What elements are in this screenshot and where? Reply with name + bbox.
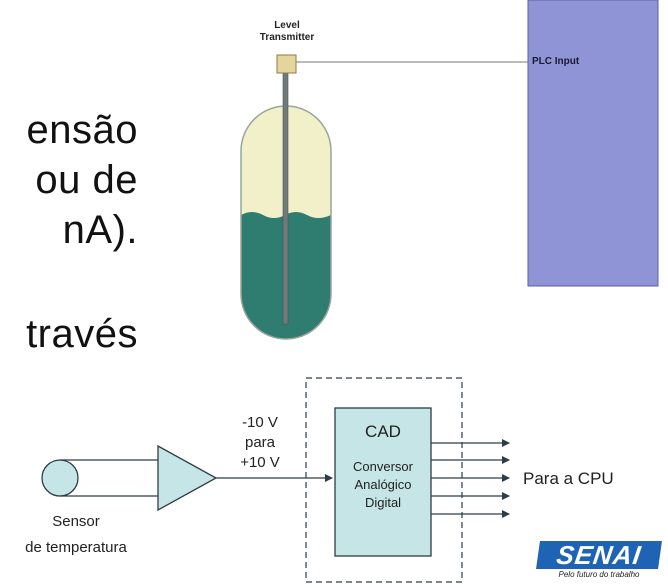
logo-wordmark: SENAI <box>536 540 662 570</box>
transmitter-label-line2: Transmitter <box>260 32 315 43</box>
adc-diagram: -10 V para +10 V CAD Conversor Analógico… <box>25 377 614 583</box>
range-label-2: para <box>245 434 276 451</box>
senai-logo: SENAI Pelo futuro do trabalho <box>536 540 662 579</box>
cad-desc-line2: Analógico <box>354 477 411 492</box>
plc-box <box>527 0 659 287</box>
sensor-label-line1: Sensor <box>52 513 100 530</box>
cad-desc-line3: Digital <box>365 495 401 510</box>
sensor-label-line2: de temperatura <box>25 539 127 556</box>
cad-box <box>334 407 432 557</box>
range-label-1: -10 V <box>242 414 278 431</box>
text-line: ou de <box>35 158 138 202</box>
text-line: nA). <box>62 208 138 252</box>
amplifier <box>157 444 218 512</box>
range-label-3: +10 V <box>240 454 280 471</box>
text-line: través <box>26 312 138 356</box>
output-label: Para a CPU <box>523 469 614 488</box>
slide-text-block: ensão ou de nA). través <box>0 0 200 370</box>
tank-diagram: Level Transmitter PLC Input <box>240 0 659 340</box>
temperature-sensor <box>41 459 79 497</box>
cad-title: CAD <box>365 422 401 441</box>
plc-input-label: PLC Input <box>532 56 580 67</box>
cad-desc-line1: Conversor <box>353 459 414 474</box>
logo-tagline: Pelo futuro do trabalho <box>558 570 640 579</box>
transmitter-label-line1: Level <box>274 20 300 31</box>
text-line: ensão <box>26 108 138 152</box>
level-probe <box>282 71 289 325</box>
level-transmitter <box>276 54 297 74</box>
